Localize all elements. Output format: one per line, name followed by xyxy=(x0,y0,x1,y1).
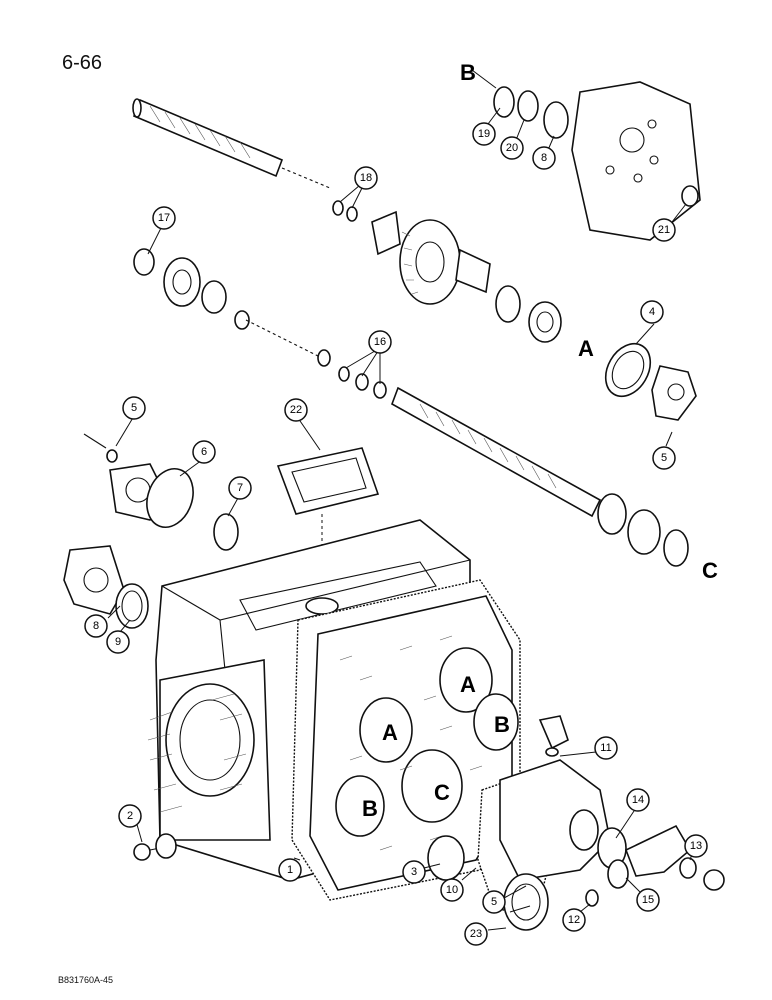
svg-text:7: 7 xyxy=(237,482,243,494)
callout-6: 6 xyxy=(192,440,216,464)
callout-5-bottom: 5 xyxy=(482,890,506,914)
svg-text:5: 5 xyxy=(131,402,137,414)
rings-16 xyxy=(338,366,387,399)
leader-lines xyxy=(107,107,695,931)
svg-text:14: 14 xyxy=(632,794,644,806)
callout-13: 13 xyxy=(684,834,708,858)
letter-a-right: A xyxy=(578,336,594,361)
callout-5-left: 5 xyxy=(122,396,146,420)
svg-text:11: 11 xyxy=(600,742,611,754)
callout-7: 7 xyxy=(228,476,252,500)
svg-text:17: 17 xyxy=(158,212,170,224)
callout-18: 18 xyxy=(354,166,378,190)
callout-16: 16 xyxy=(368,330,392,354)
svg-text:4: 4 xyxy=(649,306,655,318)
callout-9: 9 xyxy=(106,630,130,654)
svg-text:5: 5 xyxy=(491,896,497,908)
letter-c-port-center: C xyxy=(434,780,450,805)
callout-22: 22 xyxy=(284,398,308,422)
svg-text:8: 8 xyxy=(541,152,547,164)
letter-b-port-right: B xyxy=(494,712,510,737)
callout-21: 21 xyxy=(652,218,676,242)
svg-text:13: 13 xyxy=(690,840,702,852)
svg-text:22: 22 xyxy=(290,404,302,416)
letter-b-upper: B xyxy=(460,60,476,85)
left-flange-parts xyxy=(63,433,239,629)
svg-text:6: 6 xyxy=(201,446,207,458)
svg-text:21: 21 xyxy=(658,224,670,236)
svg-text:3: 3 xyxy=(411,866,417,878)
bearing-row xyxy=(133,248,562,367)
callout-3: 3 xyxy=(402,860,426,884)
callout-4: 4 xyxy=(640,300,664,324)
svg-text:1: 1 xyxy=(287,864,293,876)
callout-8-upper: 8 xyxy=(532,146,556,170)
letter-b-port-lower: B xyxy=(362,796,378,821)
callout-15: 15 xyxy=(636,888,660,912)
svg-text:18: 18 xyxy=(360,172,372,184)
svg-text:16: 16 xyxy=(374,336,386,348)
callout-8-left: 8 xyxy=(84,614,108,638)
svg-text:12: 12 xyxy=(568,914,580,926)
svg-text:15: 15 xyxy=(642,894,654,906)
callout-5-right: 5 xyxy=(652,446,676,470)
svg-text:5: 5 xyxy=(661,452,667,464)
snap-rings-18 xyxy=(332,200,358,222)
callout-12: 12 xyxy=(562,908,586,932)
upper-shaft xyxy=(132,98,331,189)
svg-text:8: 8 xyxy=(93,620,99,632)
callout-10: 10 xyxy=(440,878,464,902)
figure-code: B831760A-45 xyxy=(58,975,114,985)
end-plate xyxy=(291,579,521,901)
lower-shaft xyxy=(391,386,689,567)
callout-2: 2 xyxy=(118,804,142,828)
svg-text:23: 23 xyxy=(470,928,482,940)
callout-19: 19 xyxy=(472,122,496,146)
svg-text:10: 10 xyxy=(446,884,458,896)
svg-text:2: 2 xyxy=(127,810,133,822)
callout-23: 23 xyxy=(464,922,488,946)
letter-a-port-left: A xyxy=(382,720,398,745)
callout-17: 17 xyxy=(152,206,176,230)
upper-right-housing xyxy=(471,69,701,241)
svg-text:19: 19 xyxy=(478,128,490,140)
callout-20: 20 xyxy=(500,136,524,160)
callout-1: 1 xyxy=(278,858,302,882)
svg-text:20: 20 xyxy=(506,142,518,154)
upper-gear-cluster xyxy=(371,210,491,305)
page-number: 6-66 xyxy=(62,52,103,74)
letter-a-port-upper: A xyxy=(460,672,476,697)
right-drive-housing xyxy=(133,715,725,931)
callout-14: 14 xyxy=(626,788,650,812)
letter-c-right: C xyxy=(702,558,718,583)
svg-text:9: 9 xyxy=(115,636,121,648)
callout-11: 11 xyxy=(594,736,618,760)
seal-4-and-cover xyxy=(604,342,697,421)
